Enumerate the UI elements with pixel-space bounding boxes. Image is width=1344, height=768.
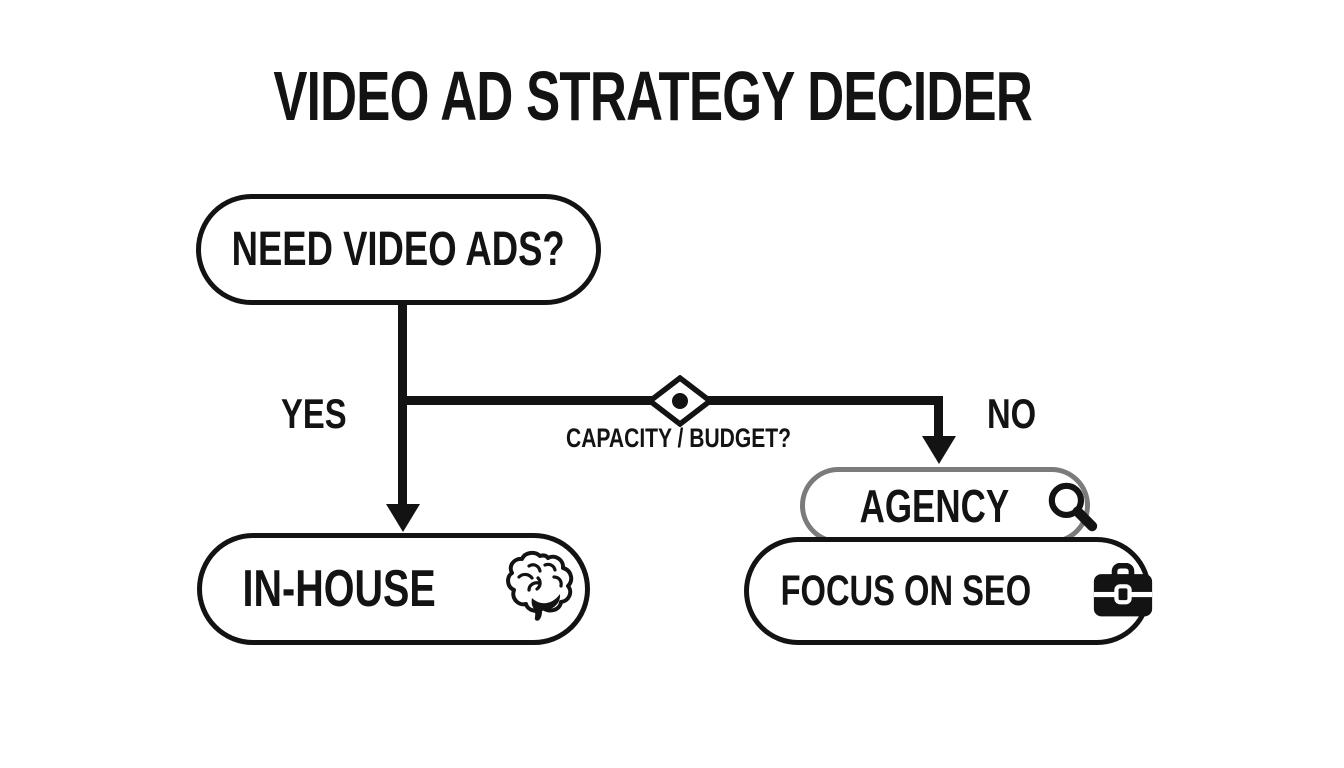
label-capacity-budget: CAPACITY / BUDGET? (566, 423, 792, 453)
node-focus-on-seo-label: FOCUS ON SEO (780, 566, 1031, 615)
connector-no-line (934, 396, 943, 438)
node-in-house: IN-HOUSE (197, 533, 590, 645)
arrowhead-no-icon (922, 436, 956, 464)
node-need-video-ads: NEED VIDEO ADS? (196, 194, 601, 305)
page-title-text: VIDEO AD STRATEGY DECIDER (273, 57, 1033, 135)
label-yes: YES (281, 390, 347, 437)
node-agency: AGENCY (800, 467, 1098, 544)
label-no: NO (987, 390, 1037, 437)
node-focus-on-seo: FOCUS ON SEO (744, 537, 1154, 645)
node-in-house-label: IN-HOUSE (242, 560, 437, 618)
decision-diamond-icon (645, 374, 715, 428)
search-icon (1044, 478, 1100, 534)
arrowhead-yes-icon (386, 504, 420, 532)
node-agency-label: AGENCY (859, 479, 1009, 532)
node-need-video-ads-label: NEED VIDEO ADS? (231, 223, 566, 276)
brain-icon (505, 550, 575, 628)
briefcase-icon (1092, 563, 1154, 619)
page-title: VIDEO AD STRATEGY DECIDER (0, 56, 1306, 136)
